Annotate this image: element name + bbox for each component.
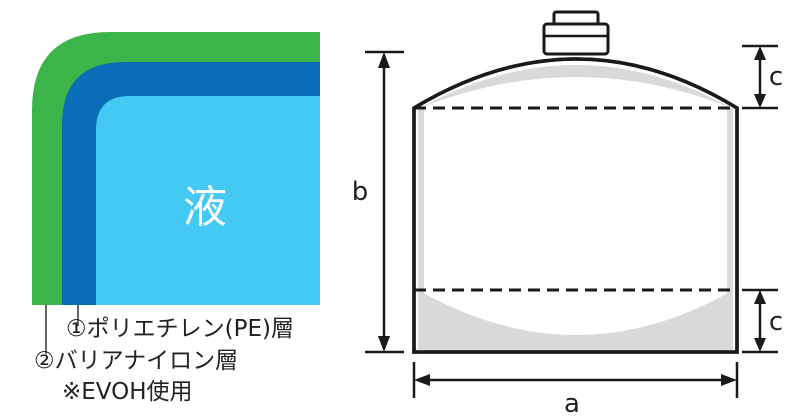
tank-body bbox=[412, 57, 739, 354]
dimension-b-label: b bbox=[352, 177, 369, 207]
tank-cap-neck bbox=[542, 22, 610, 56]
layer2-note: ※EVOH使用 bbox=[62, 379, 193, 405]
dimension-c-top-label: c bbox=[769, 62, 783, 92]
dimension-a: a bbox=[412, 362, 739, 419]
dimension-b: b bbox=[352, 50, 404, 354]
dimension-c-bottom: c bbox=[742, 288, 783, 354]
bottom-dome bbox=[418, 290, 733, 350]
tank-outline bbox=[412, 57, 739, 354]
liquid-label: 液 bbox=[183, 182, 227, 233]
dimension-c-bottom-label: c bbox=[769, 307, 783, 337]
tank-inner-wall-right bbox=[727, 108, 733, 352]
tank-inner-wall-left bbox=[418, 108, 424, 352]
layer-cross-section: 液 ①ポリエチレン(PE)層 ②バリアナイロン層 ※EVOH使用 bbox=[32, 32, 320, 405]
layer1-label: ①ポリエチレン(PE)層 bbox=[66, 316, 294, 342]
dimension-a-label: a bbox=[564, 389, 580, 419]
layer2-label: ②バリアナイロン層 bbox=[34, 348, 238, 374]
dimension-c-top: c bbox=[742, 44, 783, 110]
top-dome-inner bbox=[420, 65, 731, 108]
tank-drawing bbox=[412, 10, 739, 354]
liquid-area bbox=[96, 96, 320, 305]
